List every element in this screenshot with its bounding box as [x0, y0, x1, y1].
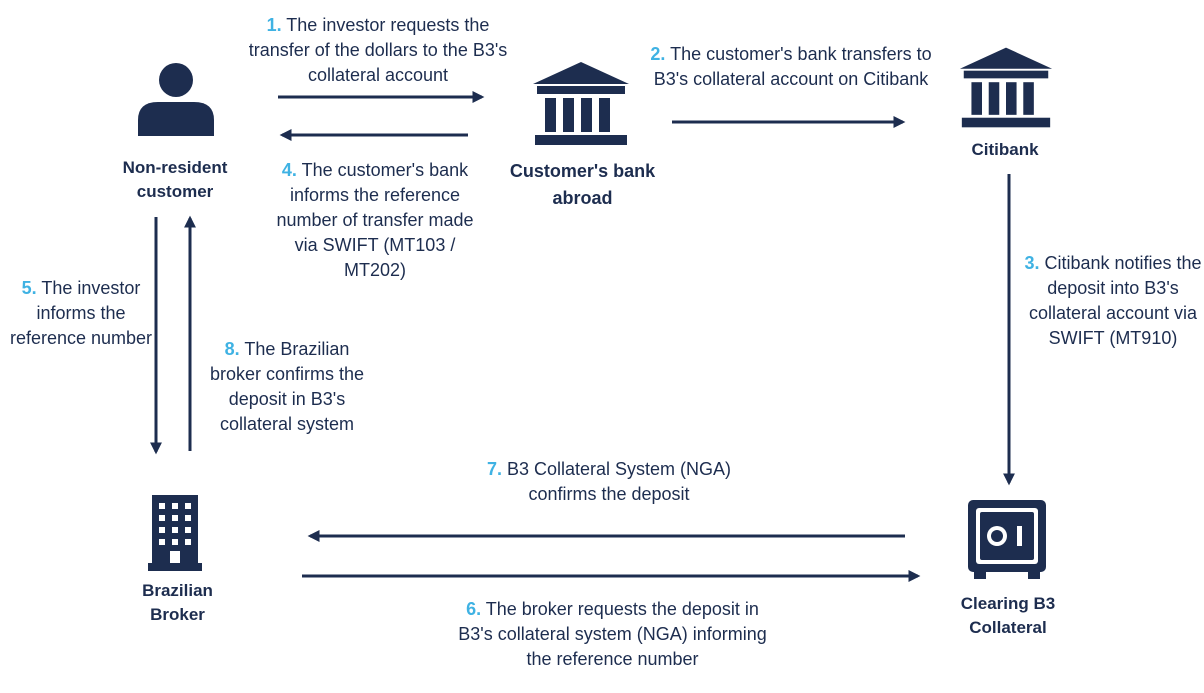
step-number: 2. [650, 44, 666, 64]
step-description: The investor requests the transfer of th… [248, 15, 508, 85]
bank-icon [959, 47, 1053, 128]
node-label-clearing: Clearing B3 Collateral [960, 594, 1056, 637]
step-description: The investor informs the reference numbe… [9, 278, 153, 348]
step-number: 6. [466, 599, 482, 619]
step-number: 8. [224, 339, 240, 359]
node-label-broker: Brazilian Broker [142, 581, 213, 624]
step-number: 7. [486, 459, 502, 479]
step-description: The customer's bank transfers to B3's co… [653, 44, 932, 89]
person-icon [138, 63, 214, 136]
step-number: 5. [21, 278, 37, 298]
node-label-customer: Non-resident customer [122, 158, 228, 201]
step-1-text: 1. The investor requests the transfer of… [244, 13, 512, 88]
step-number: 3. [1024, 253, 1040, 273]
node-label-citibank: Citibank [971, 140, 1039, 159]
step-5-text: 5. The investor informs the reference nu… [5, 276, 157, 351]
step-3-text: 3. Citibank notifies the deposit into B3… [1022, 251, 1204, 351]
step-description: The broker requests the deposit in B3's … [458, 599, 767, 669]
step-description: Citibank notifies the deposit into B3's … [1028, 253, 1202, 348]
step-number: 1. [266, 15, 282, 35]
bank-icon [533, 62, 629, 145]
step-number: 4. [281, 160, 297, 180]
step-description: The customer's bank informs the referenc… [276, 160, 474, 280]
step-description: The Brazilian broker confirms the deposi… [209, 339, 365, 434]
step-description: B3 Collateral System (NGA) confirms the … [506, 459, 732, 504]
safe-icon [968, 500, 1046, 579]
office-building-icon [148, 495, 202, 571]
step-6-text: 6. The broker requests the deposit in B3… [455, 597, 770, 672]
step-8-text: 8. The Brazilian broker confirms the dep… [206, 337, 368, 437]
step-7-text: 7. B3 Collateral System (NGA) confirms t… [478, 457, 740, 507]
step-4-text: 4. The customer's bank informs the refer… [272, 158, 478, 283]
node-label-bank: Customer's bank abroad [509, 161, 656, 208]
step-2-text: 2. The customer's bank transfers to B3's… [632, 42, 950, 92]
